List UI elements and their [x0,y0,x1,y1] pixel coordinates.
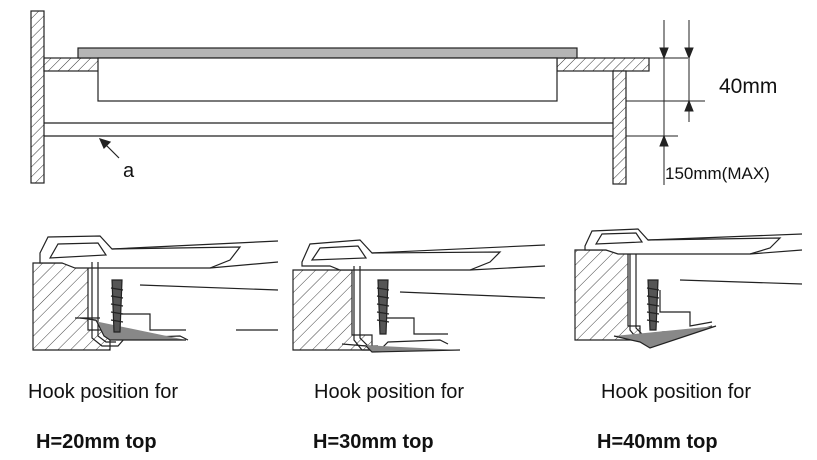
caption-1: Hook position for [28,381,179,403]
caption-3: Hook position for [601,381,752,403]
dimension-label-lower: 150mm(MAX) [665,164,770,183]
left-wall [30,10,45,184]
dimension-label-upper: 40mm [719,75,778,98]
detail-h30 [292,239,546,353]
right-wall [612,70,627,185]
subcaption-1: H=20mm top [36,431,157,453]
subcaption-3: H=40mm top [597,431,718,453]
marker-label-a: a [123,160,135,182]
detail-h40 [574,228,803,349]
detail-h20 [32,235,279,351]
dimension-lines [577,20,705,185]
right-worktop [556,57,650,72]
cross-section [30,10,650,185]
marker-a-arrowhead [98,138,112,150]
hob-glass [77,47,578,59]
left-worktop [43,57,100,72]
caption-2: Hook position for [314,381,465,403]
subcaption-2: H=30mm top [313,431,434,453]
hob-body [97,57,558,102]
